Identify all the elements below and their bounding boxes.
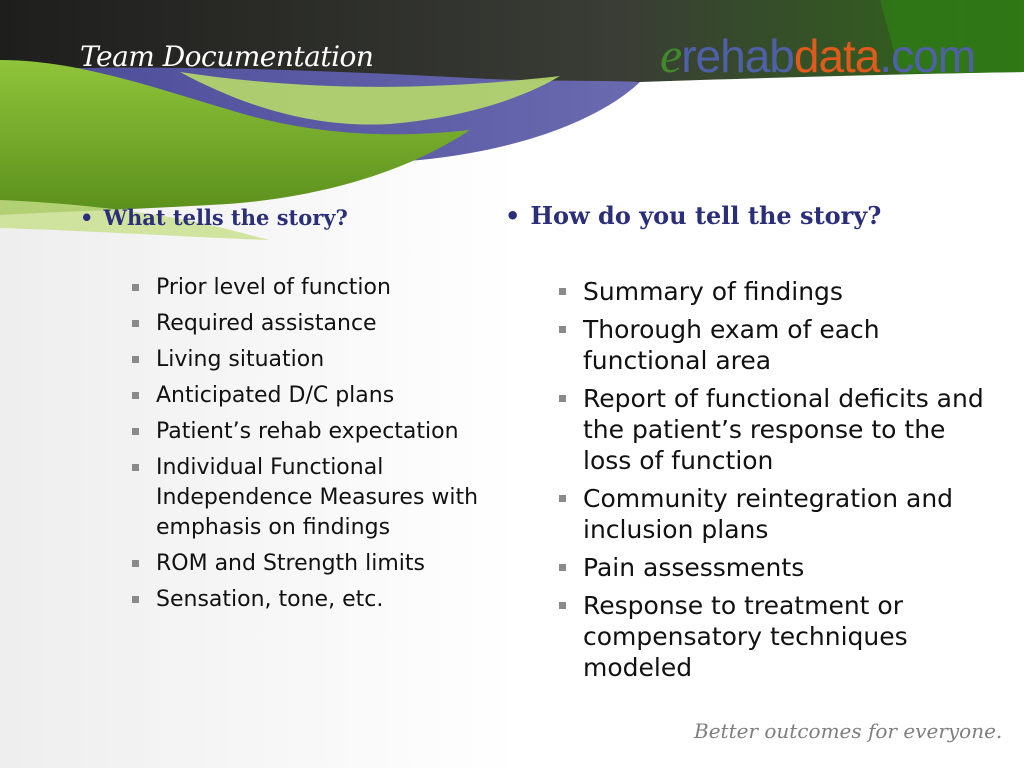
square-bullet-icon <box>559 495 566 502</box>
square-bullet-icon <box>559 564 566 571</box>
green-wave <box>0 60 470 215</box>
list-item-text: ROM and Strength limits <box>156 551 425 576</box>
list-item-text: Anticipated D/C plans <box>156 383 395 408</box>
logo-e: e <box>660 27 682 83</box>
list-item-text: Required assistance <box>156 311 377 336</box>
list-item-text: Community reintegration and inclusion pl… <box>583 484 954 544</box>
logo-rehab: rehab <box>681 30 795 82</box>
list-item: Response to treatment or compensatory te… <box>559 590 993 683</box>
list-item: Prior level of function <box>132 273 506 303</box>
list-item: Living situation <box>132 345 506 375</box>
erehabdata-logo: erehabdata.com <box>660 27 976 83</box>
right-item-list: Summary of findings Thorough exam of eac… <box>559 276 993 690</box>
square-bullet-icon <box>559 326 566 333</box>
square-bullet-icon <box>559 288 566 295</box>
list-item-text: Sensation, tone, etc. <box>156 587 384 612</box>
list-item: Individual Functional Independence Measu… <box>132 453 506 543</box>
left-heading-text: What tells the story? <box>103 205 348 230</box>
tagline: Better outcomes for everyone. <box>694 719 1003 743</box>
list-item: Community reintegration and inclusion pl… <box>559 483 993 545</box>
bullet-icon: • <box>80 206 94 230</box>
slide-title: Team Documentation <box>80 40 374 73</box>
list-item: Pain assessments <box>559 552 993 583</box>
list-item-text: Thorough exam of each functional area <box>583 315 880 375</box>
square-bullet-icon <box>132 356 139 363</box>
list-item: Summary of findings <box>559 276 993 307</box>
list-item: Patient’s rehab expectation <box>132 417 506 447</box>
left-column-heading: • What tells the story? <box>80 205 348 230</box>
square-bullet-icon <box>132 392 139 399</box>
list-item-text: Summary of findings <box>583 277 843 306</box>
right-heading-text: How do you tell the story? <box>530 201 882 230</box>
square-bullet-icon <box>132 284 139 291</box>
list-item: Thorough exam of each functional area <box>559 314 993 376</box>
header-dark-band <box>0 0 1024 83</box>
right-column-heading: • How do you tell the story? <box>505 201 881 230</box>
square-bullet-icon <box>132 428 139 435</box>
header-green-corner <box>880 0 1024 74</box>
lower-green-curve <box>0 200 270 240</box>
list-item: Sensation, tone, etc. <box>132 585 506 615</box>
list-item: Anticipated D/C plans <box>132 381 506 411</box>
logo-data: data <box>793 30 881 82</box>
list-item: Required assistance <box>132 309 506 339</box>
list-item-text: Patient’s rehab expectation <box>156 419 459 444</box>
list-item: ROM and Strength limits <box>132 549 506 579</box>
light-green-wisp <box>180 72 560 125</box>
square-bullet-icon <box>132 596 139 603</box>
square-bullet-icon <box>559 602 566 609</box>
list-item-text: Pain assessments <box>583 553 805 582</box>
list-item-text: Response to treatment or compensatory te… <box>583 591 908 682</box>
list-item-text: Report of functional deficits and the pa… <box>583 384 984 475</box>
list-item-text: Living situation <box>156 347 325 372</box>
square-bullet-icon <box>132 560 139 567</box>
list-item-text: Prior level of function <box>156 275 391 300</box>
square-bullet-icon <box>132 464 139 471</box>
list-item-text: Individual Functional Independence Measu… <box>156 455 479 540</box>
left-item-list: Prior level of function Required assista… <box>132 273 506 621</box>
square-bullet-icon <box>559 395 566 402</box>
square-bullet-icon <box>132 320 139 327</box>
bullet-icon: • <box>505 202 521 230</box>
logo-com: .com <box>879 30 976 82</box>
number-texture <box>0 150 520 768</box>
list-item: Report of functional deficits and the pa… <box>559 383 993 476</box>
